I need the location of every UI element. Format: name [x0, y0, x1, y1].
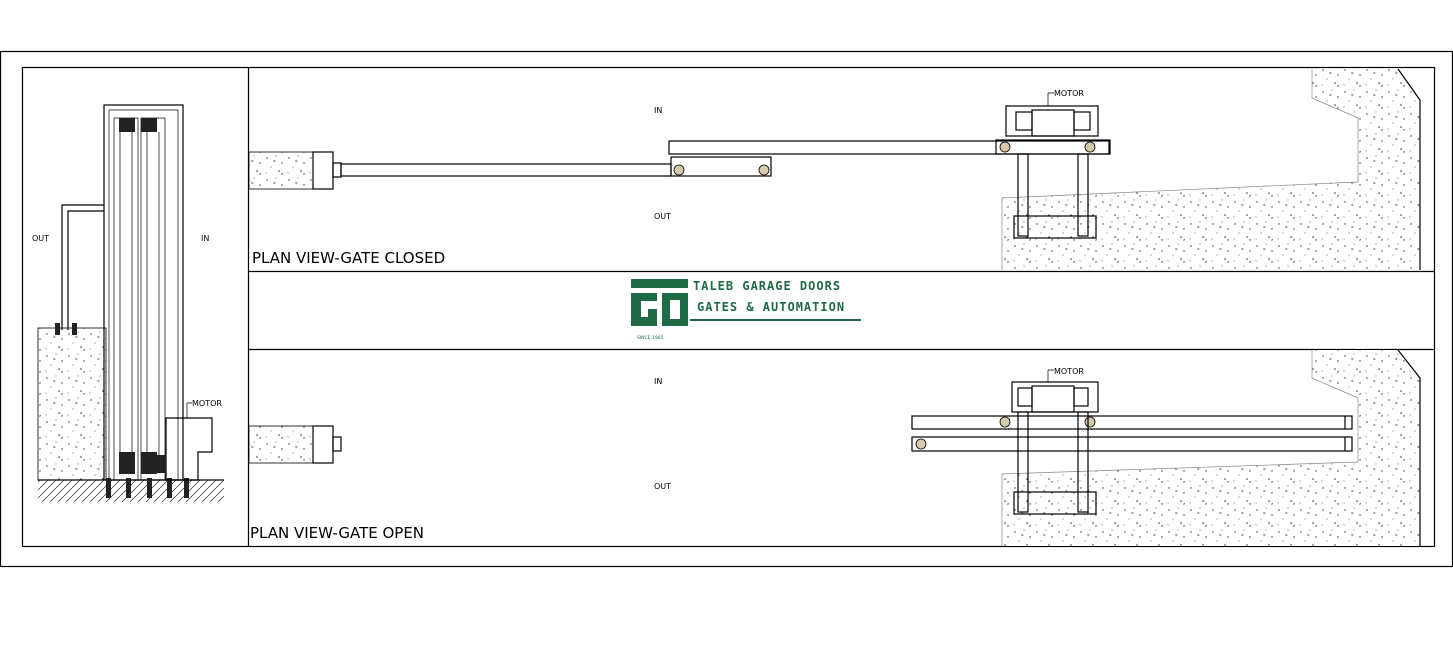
closed-frame-leg: [1017, 153, 1029, 237]
open-roller: [915, 438, 927, 450]
open-frame-foot: [1013, 491, 1097, 515]
closed-left-post: [248, 151, 314, 190]
closed-out-label: OUT: [654, 212, 671, 221]
closed-view-title: PLAN VIEW-GATE CLOSED: [252, 249, 445, 267]
closed-carriage: [670, 156, 772, 177]
company-logo: TALEB GARAGE DOORS GATES & AUTOMATION SI…: [631, 279, 861, 341]
open-in-label: IN: [654, 377, 662, 386]
closed-frame-leg: [1077, 153, 1089, 237]
side-top-roller-1: [119, 118, 135, 132]
closed-motor-end: [1073, 111, 1091, 131]
open-motor-end: [1073, 387, 1089, 407]
closed-left-bracket: [312, 151, 334, 190]
open-frame-leg: [1017, 411, 1029, 513]
side-anchor-bolts: [55, 323, 189, 498]
side-gate-panel-2: [140, 117, 166, 481]
open-gate-leaf-upper: [911, 415, 1353, 430]
side-section-view: OUT IN MOTOR: [32, 104, 224, 502]
closed-roller: [999, 141, 1011, 153]
open-wall-edge: [1001, 350, 1359, 546]
open-roller: [999, 416, 1011, 428]
plan-open-view: IN OUT MOTOR PLAN VIEW-GATE OPEN: [248, 349, 1421, 546]
closed-wall-edge: [1001, 69, 1359, 270]
logo-since: SINCE 1965: [637, 335, 664, 341]
closed-frame-foot: [1013, 215, 1097, 239]
open-roller: [1084, 416, 1096, 428]
side-bottom-wheel-1: [119, 452, 135, 474]
closed-concrete-wall: [1002, 69, 1420, 270]
closed-in-label: IN: [654, 106, 662, 115]
open-left-post: [248, 425, 314, 464]
inner-frame: [21, 66, 1436, 548]
closed-wall-edge-right: [1397, 68, 1421, 270]
side-motor-box: [165, 417, 213, 481]
closed-roller: [673, 164, 685, 176]
open-motor-end: [1017, 387, 1033, 407]
side-bottom-wheel-2: [141, 452, 157, 474]
closed-roller: [1084, 141, 1096, 153]
logo-mark-g: [631, 293, 657, 326]
side-top-roller-2: [141, 118, 157, 132]
closed-gate-leaf: [340, 163, 672, 177]
open-wall-edge-right: [1397, 349, 1421, 546]
side-gate-frame-outer: [103, 104, 184, 481]
side-concrete-footing: [37, 327, 107, 481]
closed-motor-track: [995, 139, 1111, 155]
open-motor-leader: [1047, 369, 1054, 382]
open-left-bracket: [312, 425, 334, 464]
side-gate-panel-1: [113, 117, 139, 481]
side-guide-post: [61, 204, 104, 330]
open-concrete-wall: [1002, 350, 1420, 546]
closed-left-stop: [332, 162, 342, 178]
side-out-label: OUT: [32, 234, 49, 243]
side-gate-frame-inner: [108, 109, 179, 481]
side-motor-label: MOTOR: [192, 399, 222, 408]
closed-roller: [758, 164, 770, 176]
open-motor-label: MOTOR: [1054, 367, 1084, 376]
logo-line-2: GATES & AUTOMATION: [697, 300, 845, 314]
side-in-label: IN: [201, 234, 209, 243]
open-motor-body: [1031, 385, 1075, 413]
closed-motor-label: MOTOR: [1054, 89, 1084, 98]
logo-line-1: TALEB GARAGE DOORS: [693, 279, 841, 293]
plan-closed-view: IN OUT MOTOR PLAN VIEW-GATE CLOSED: [248, 68, 1421, 270]
open-view-title: PLAN VIEW-GATE OPEN: [250, 524, 424, 542]
open-out-label: OUT: [654, 482, 671, 491]
side-motor-gear: [155, 455, 165, 473]
side-motor-leader: [186, 402, 192, 418]
closed-track-upper: [668, 140, 1110, 155]
logo-underline: [690, 319, 861, 321]
open-frame-leg: [1077, 411, 1089, 513]
closed-motor-end: [1015, 111, 1033, 131]
logo-mark-top-bar: [631, 279, 688, 288]
open-left-stop: [332, 436, 342, 452]
closed-motor-body: [1031, 109, 1075, 137]
logo-mark-d: [662, 293, 688, 326]
open-gate-leaf-lower: [911, 436, 1353, 452]
closed-motor-leader: [1047, 92, 1054, 106]
